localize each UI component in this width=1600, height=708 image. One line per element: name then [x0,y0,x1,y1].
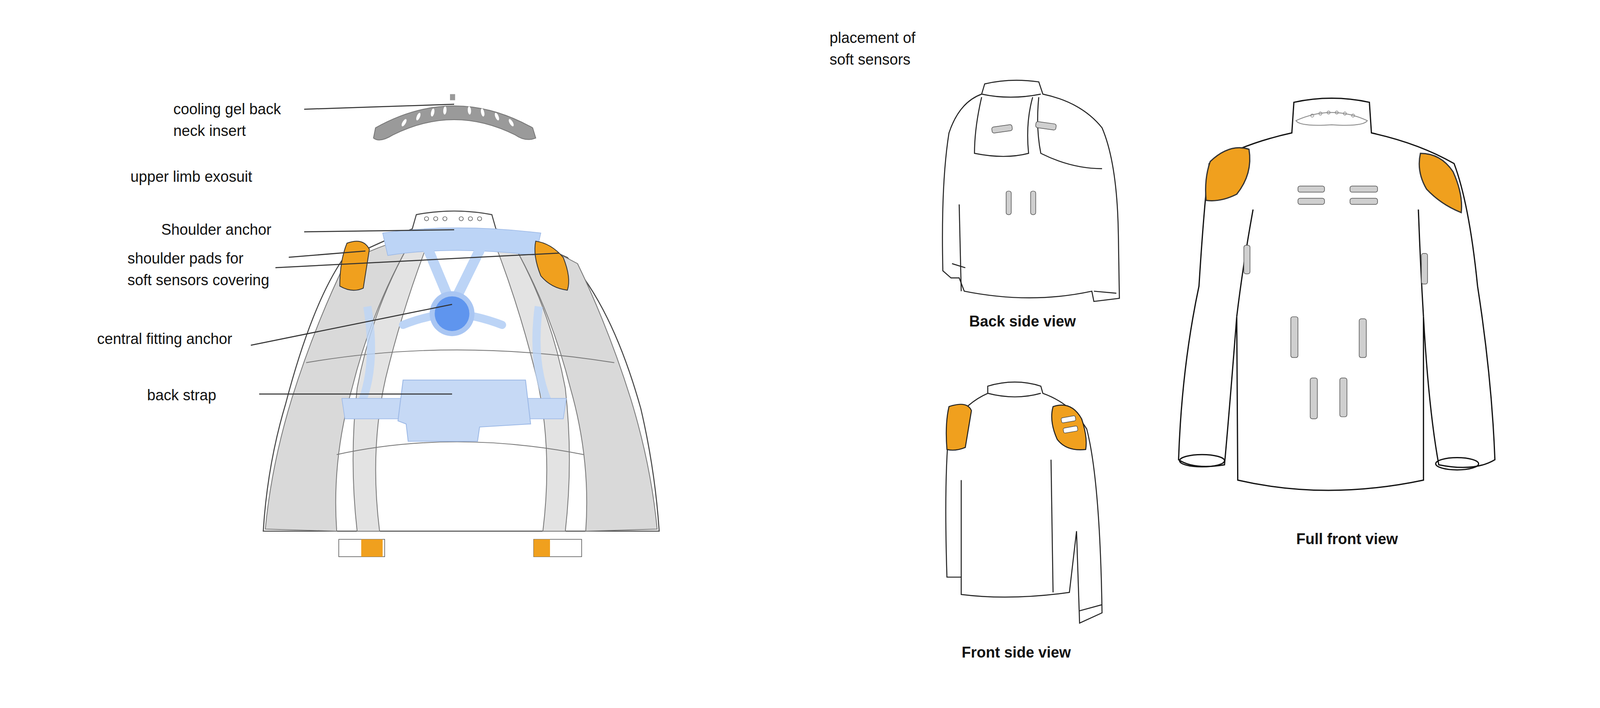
ellipse-shape [430,107,435,117]
ellipse-shape [480,107,485,117]
back-side-shirt [942,80,1120,301]
path-shape [336,441,584,455]
rect-shape [450,94,455,101]
rect-shape [1297,185,1325,193]
neck-insert [373,94,536,140]
path-shape [1236,209,1253,317]
part-label: upper limb exosuit [130,165,253,188]
leader-line [259,393,453,395]
path-shape [1419,153,1462,213]
part-label: central fitting anchor [97,327,233,350]
ellipse-shape [415,112,422,121]
circle-shape [433,216,438,221]
rect-shape [533,538,582,557]
circle-shape [1310,113,1314,117]
rect-shape [338,538,385,557]
front-side-shirt [945,381,1103,623]
rect-shape [1290,316,1298,358]
rect-shape [1035,121,1057,130]
circle-shape [442,216,448,221]
path-shape [1037,97,1103,169]
part-label: placement of soft sensors [829,27,926,71]
circle-shape [424,216,429,221]
ellipse-shape [1435,457,1479,470]
path-shape [987,392,1041,397]
part-label: cooling gel back neck insert [173,98,299,142]
path-shape [959,204,962,291]
path-shape [1050,459,1053,592]
rect-shape [1310,377,1318,419]
path-shape [397,379,531,441]
exosuit-figure [263,210,660,557]
circle-shape [1335,110,1338,114]
path-shape [981,94,1041,98]
circle-shape [429,290,475,336]
path-shape [942,80,1120,301]
rect-shape [533,538,550,557]
part-label: Shoulder anchor [161,218,272,241]
circle-shape [1343,112,1347,115]
path-shape [306,349,615,363]
ellipse-shape [400,118,408,128]
path-shape [1295,112,1368,126]
leader-line [275,252,560,268]
path-shape [1178,98,1495,490]
path-shape [952,263,966,268]
rect-shape [1062,425,1078,433]
rect-shape [1243,245,1250,274]
path-shape [1051,404,1087,450]
rect-shape [1421,253,1428,284]
path-shape [373,105,536,140]
rect-shape [1340,377,1348,417]
ellipse-shape [493,112,500,121]
circle-shape [477,216,482,221]
circle-shape [459,216,464,221]
ellipse-shape [467,106,472,115]
rect-shape [1030,190,1036,215]
path-shape [960,479,962,577]
view-caption: Back side view [969,310,1076,333]
path-shape [974,97,1033,157]
path-shape [945,381,1103,623]
circle-shape [434,296,470,331]
rect-shape [361,538,383,557]
sensor-set [1060,415,1078,434]
path-shape [1205,147,1250,201]
sensor-set [991,121,1057,215]
part-label: back strap [147,384,217,406]
path-shape [535,240,569,290]
sensor-set [1310,110,1355,118]
sensor-set [1243,185,1428,419]
rect-shape [1350,198,1378,205]
full-front-shirt [1178,98,1495,490]
path-shape [382,227,541,256]
leader-line [250,304,453,345]
circle-shape [468,216,473,221]
rect-shape [1359,318,1367,358]
rect-shape [991,124,1013,133]
circle-shape [1318,112,1322,115]
circle-shape [1351,113,1355,117]
path-shape [1079,604,1103,611]
rect-shape [1350,185,1378,193]
leader-line [288,250,366,258]
part-label: shoulder pads for soft sensors covering [127,247,271,291]
path-shape [263,210,660,531]
ellipse-shape [442,106,448,115]
path-shape [946,404,972,450]
path-shape [1093,290,1117,293]
ellipse-shape [1179,454,1225,467]
leader-line [304,229,455,232]
rect-shape [1297,198,1325,205]
view-caption: Full front view [1296,527,1398,550]
ellipse-shape [507,118,515,128]
view-caption: Front side view [961,641,1071,663]
rect-shape [1006,190,1012,215]
rect-shape [1060,415,1076,423]
leader-line [304,104,455,110]
path-shape [340,240,370,290]
circle-shape [1327,110,1330,114]
